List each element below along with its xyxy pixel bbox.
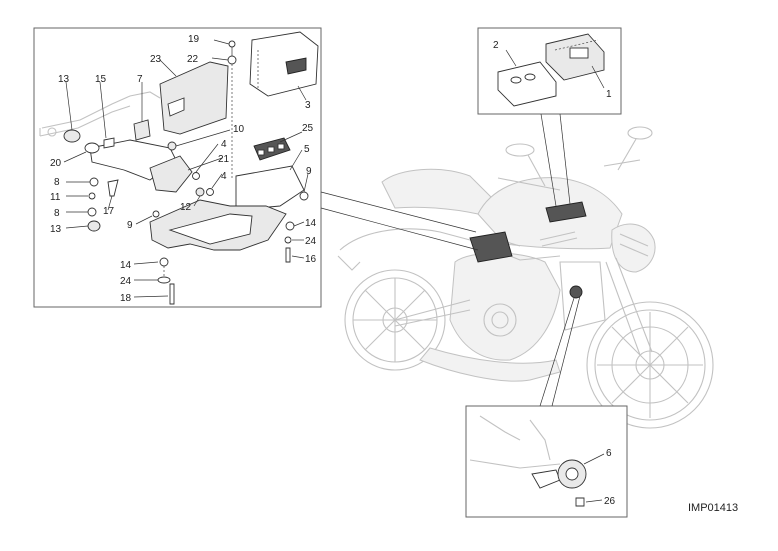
callout-3: 3 bbox=[305, 100, 311, 111]
callout-24-left: 24 bbox=[120, 276, 132, 287]
callout-1: 1 bbox=[606, 89, 612, 100]
ecu-assembly bbox=[497, 33, 605, 107]
callout-20: 20 bbox=[50, 158, 62, 169]
callout-21: 21 bbox=[218, 154, 230, 165]
figure-code: IMP01413 bbox=[688, 502, 738, 514]
callout-10: 10 bbox=[233, 124, 245, 135]
callout-12: 12 bbox=[180, 202, 192, 213]
callout-11: 11 bbox=[50, 192, 61, 203]
horn-assembly bbox=[469, 415, 587, 507]
callout-6: 6 bbox=[606, 448, 612, 459]
callout-17: 17 bbox=[103, 206, 115, 217]
callout-14-left: 14 bbox=[120, 260, 132, 271]
callout-24-right: 24 bbox=[305, 236, 317, 247]
callout-4-upper: 4 bbox=[221, 139, 227, 150]
callout-8-lower: 8 bbox=[54, 208, 60, 219]
frame-connectors bbox=[320, 113, 581, 407]
callout-16: 16 bbox=[305, 254, 317, 265]
left-assembly bbox=[39, 31, 319, 305]
callout-13-top: 13 bbox=[58, 74, 70, 85]
callout-19: 19 bbox=[188, 34, 200, 45]
callout-8-upper: 8 bbox=[54, 177, 60, 188]
callout-14-right: 14 bbox=[305, 218, 317, 229]
callout-13-lower: 13 bbox=[50, 224, 62, 235]
callout-4-lower: 4 bbox=[221, 171, 227, 182]
callout-22: 22 bbox=[187, 54, 199, 65]
callout-23: 23 bbox=[150, 54, 162, 65]
callout-25: 25 bbox=[302, 123, 314, 134]
callout-15: 15 bbox=[95, 74, 107, 85]
motorcycle-illustration bbox=[337, 126, 714, 429]
callout-7: 7 bbox=[137, 74, 143, 85]
callout-9-right: 9 bbox=[306, 166, 312, 177]
callout-9-left: 9 bbox=[127, 220, 133, 231]
leader-lines bbox=[63, 39, 605, 503]
callout-18: 18 bbox=[120, 293, 132, 304]
callout-5: 5 bbox=[304, 144, 310, 155]
callout-2: 2 bbox=[493, 40, 499, 51]
callout-labels: 1 2 3 19 22 23 7 15 13 20 10 4 21 4 12 2… bbox=[50, 34, 616, 507]
callout-26: 26 bbox=[604, 496, 616, 507]
